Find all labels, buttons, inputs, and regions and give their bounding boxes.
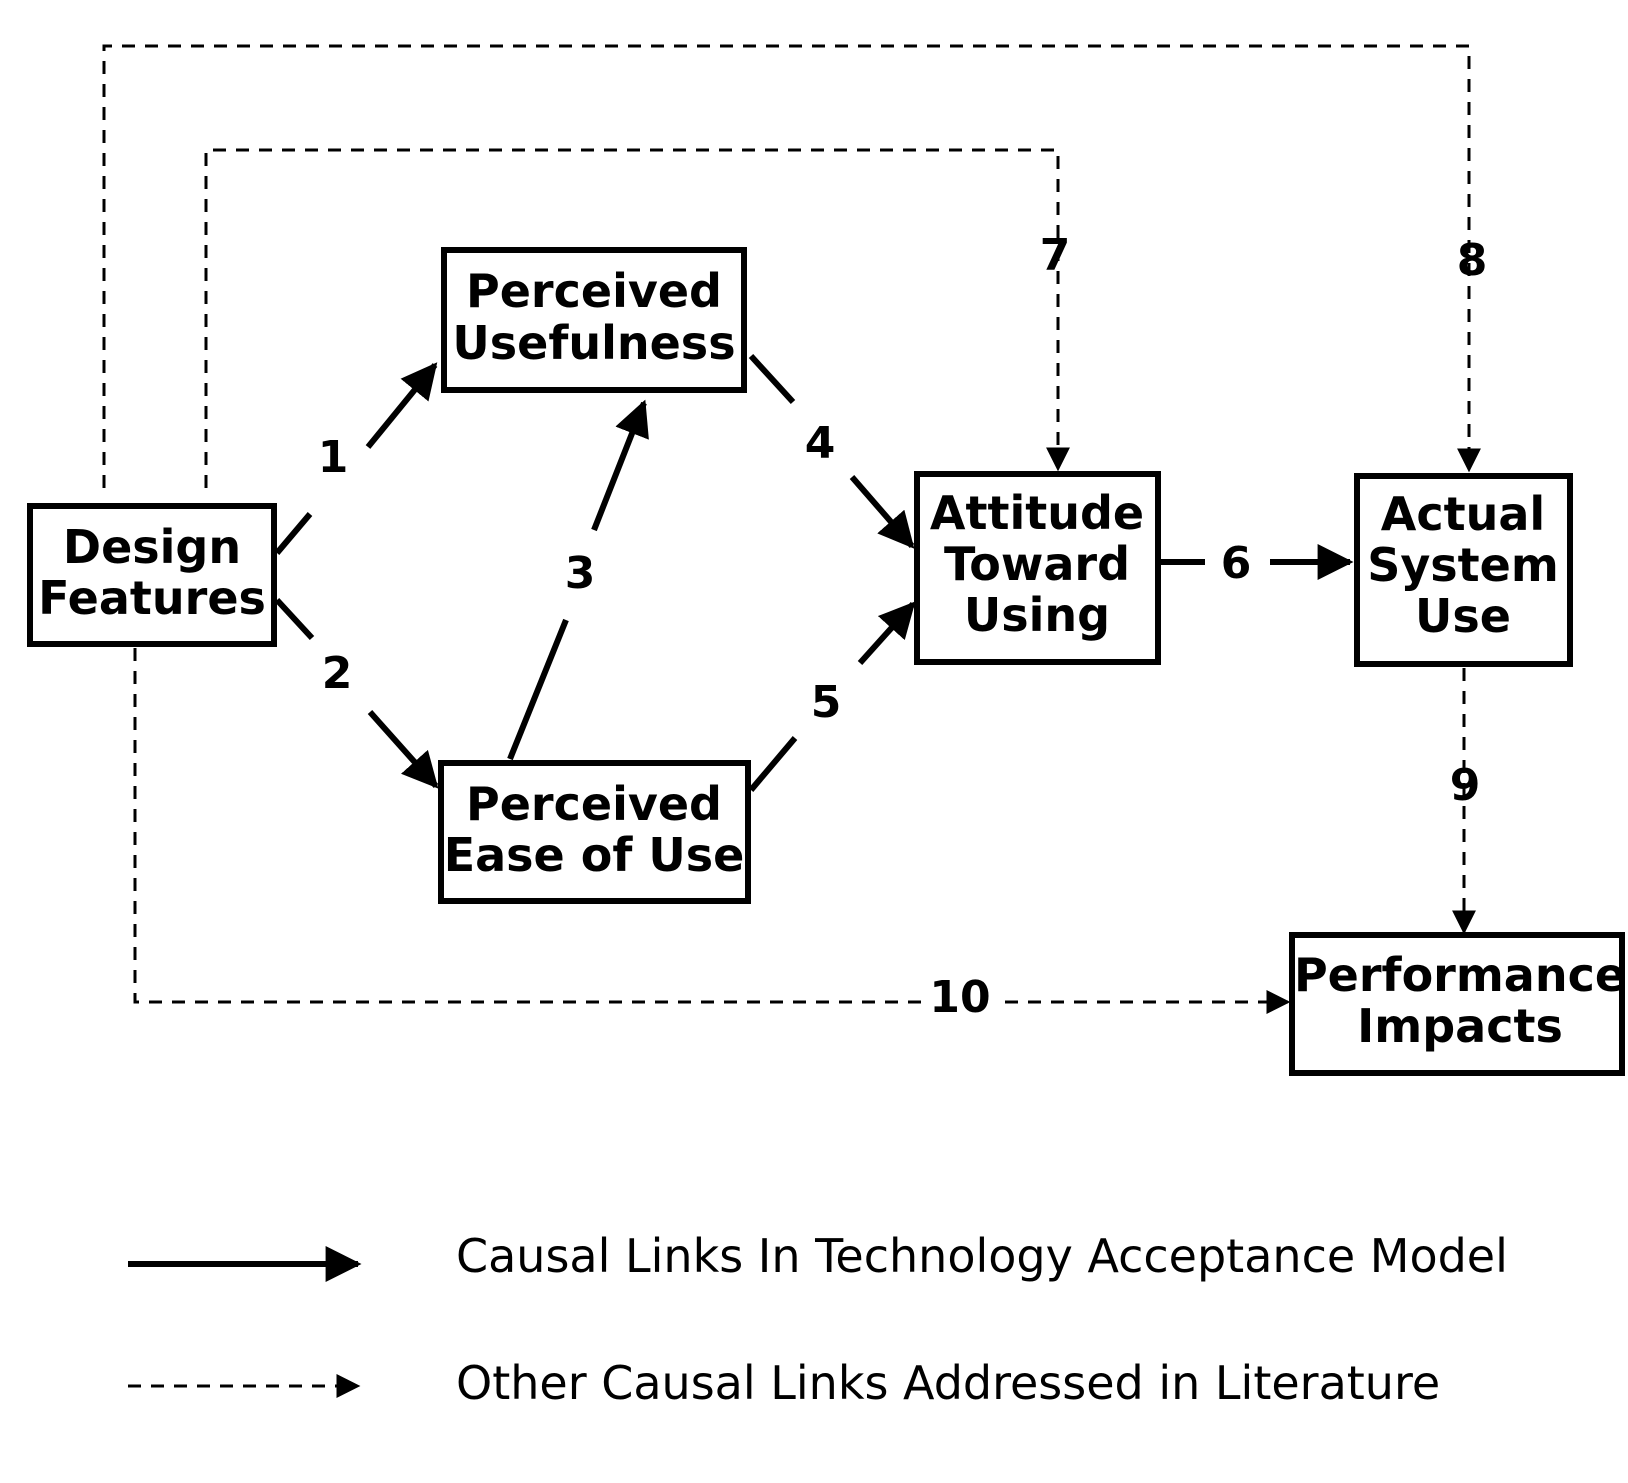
node-perceived-ease-of-use: Perceived Ease of Use bbox=[438, 760, 751, 904]
node-attitude-toward-using-line-3: Using bbox=[964, 588, 1110, 642]
legend: Causal Links In Technology Acceptance Mo… bbox=[128, 1229, 1508, 1410]
node-design-features: Design Features bbox=[27, 503, 277, 647]
node-attitude-toward-using-line-2: Toward bbox=[944, 537, 1130, 591]
node-actual-system-use: Actual System Use bbox=[1354, 473, 1573, 667]
link-10-line bbox=[133, 648, 1291, 1014]
link-4-line bbox=[748, 353, 915, 549]
node-perceived-ease-of-use-line-1: Perceived bbox=[466, 777, 722, 831]
link-7-line bbox=[204, 148, 1070, 488]
link-10-label: 10 bbox=[929, 972, 990, 1023]
link-8-label: 8 bbox=[1457, 235, 1488, 286]
node-perceived-ease-of-use-line-2: Ease of Use bbox=[444, 828, 745, 882]
link-8-line bbox=[102, 44, 1481, 488]
legend-solid-label: Causal Links In Technology Acceptance Mo… bbox=[456, 1229, 1508, 1283]
link-4-label: 4 bbox=[805, 418, 836, 469]
node-performance-impacts: Performance Impacts bbox=[1289, 932, 1626, 1076]
link-3-line bbox=[507, 399, 649, 761]
node-actual-system-use-line-2: System bbox=[1367, 538, 1559, 592]
link-2-line bbox=[274, 597, 439, 789]
node-actual-system-use-line-3: Use bbox=[1415, 589, 1511, 643]
node-perceived-usefulness: Perceived Usefulness bbox=[441, 247, 747, 393]
legend-dashed-label: Other Causal Links Addressed in Literatu… bbox=[456, 1356, 1440, 1410]
node-attitude-toward-using-line-1: Attitude bbox=[930, 486, 1144, 540]
link-5-label: 5 bbox=[811, 677, 842, 728]
link-5-line bbox=[748, 601, 916, 792]
node-design-features-line-2: Features bbox=[38, 571, 266, 625]
node-perceived-usefulness-line-2: Usefulness bbox=[452, 316, 735, 370]
node-actual-system-use-line-1: Actual bbox=[1381, 487, 1545, 541]
node-performance-impacts-line-2: Impacts bbox=[1357, 999, 1563, 1053]
node-attitude-toward-using: Attitude Toward Using bbox=[914, 471, 1161, 665]
link-6-label: 6 bbox=[1221, 538, 1252, 589]
link-1-line bbox=[274, 362, 438, 555]
link-2-label: 2 bbox=[322, 648, 353, 699]
link-9-label: 9 bbox=[1450, 760, 1481, 811]
link-1-label: 1 bbox=[318, 432, 349, 483]
node-design-features-line-1: Design bbox=[63, 520, 241, 574]
link-3-label: 3 bbox=[565, 548, 596, 599]
link-7-label: 7 bbox=[1040, 230, 1071, 281]
node-performance-impacts-line-1: Performance bbox=[1294, 948, 1626, 1002]
node-perceived-usefulness-line-1: Perceived bbox=[466, 264, 722, 318]
